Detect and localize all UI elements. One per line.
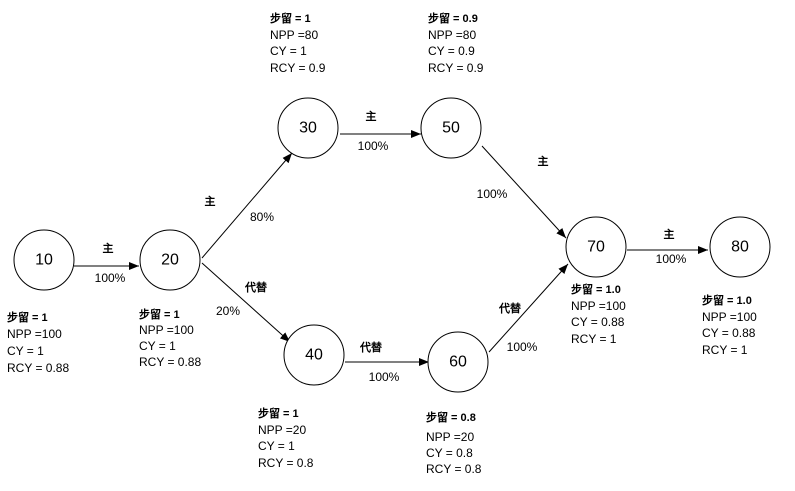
- info-node-40-npp: NPP =20: [258, 423, 306, 437]
- node-40: 40: [283, 324, 345, 386]
- node-50: 50: [420, 97, 482, 159]
- edge-10-20-pct: 100%: [95, 271, 126, 285]
- info-node-70-npp: NPP =100: [571, 299, 626, 313]
- node-80: 80: [709, 216, 771, 278]
- info-node-60-cy: CY = 0.8: [426, 446, 473, 460]
- edge-50-70-pct: 100%: [477, 187, 508, 201]
- edge-40-60-type: 代替: [359, 340, 383, 354]
- edge-40-60-pct: 100%: [369, 370, 400, 384]
- node-10: 10: [13, 229, 75, 291]
- edge-30-50-pct: 100%: [358, 139, 389, 153]
- info-node-80-step: 步留 = 1.0: [702, 293, 752, 307]
- info-node-10-step: 步留 = 1: [7, 310, 48, 324]
- edge-60-70-type: 代替: [498, 301, 522, 315]
- edge-30-50-type: 主: [366, 109, 377, 123]
- info-node-50-rcy: RCY = 0.9: [428, 61, 484, 75]
- info-node-20-npp: NPP =100: [139, 323, 194, 337]
- info-node-80: 步留 = 1.0 NPP =100 CY = 0.88 RCY = 1: [702, 293, 757, 357]
- edge-20-40-type: 代替: [244, 280, 268, 294]
- info-node-80-npp: NPP =100: [702, 310, 757, 324]
- edge-70-80-pct: 100%: [656, 252, 687, 266]
- info-node-10: 步留 = 1 NPP =100 CY = 1 RCY = 0.88: [7, 310, 69, 375]
- info-node-70: 步留 = 1.0 NPP =100 CY = 0.88 RCY = 1: [571, 282, 626, 346]
- info-blocks: 步留 = 1 NPP =100 CY = 1 RCY = 0.88 步留 = 1…: [7, 11, 757, 476]
- edge-20-30-type: 主: [205, 194, 216, 208]
- node-60: 60: [427, 331, 489, 393]
- info-node-80-rcy: RCY = 1: [702, 343, 748, 357]
- node-20: 20: [139, 229, 201, 291]
- info-node-30-npp: NPP =80: [270, 28, 318, 42]
- info-node-10-npp: NPP =100: [7, 327, 62, 341]
- edge-20-40: [201, 262, 291, 343]
- info-node-50-npp: NPP =80: [428, 28, 476, 42]
- info-node-30-step: 步留 = 1: [270, 11, 311, 25]
- info-node-20: 步留 = 1 NPP =100 CY = 1 RCY = 0.88: [139, 307, 201, 369]
- info-node-60-npp: NPP =20: [426, 430, 474, 444]
- edge-50-70: [481, 145, 567, 239]
- nodes: 10 20 30 40 50 60 70 80: [13, 97, 771, 393]
- info-node-10-rcy: RCY = 0.88: [7, 361, 69, 375]
- info-node-50-step: 步留 = 0.9: [428, 11, 478, 25]
- info-node-30: 步留 = 1 NPP =80 CY = 1 RCY = 0.9: [270, 11, 326, 75]
- edge-60-70-pct: 100%: [507, 340, 538, 354]
- info-node-60-step: 步留 = 0.8: [426, 410, 476, 424]
- info-node-30-cy: CY = 1: [270, 44, 307, 58]
- info-node-70-cy: CY = 0.88: [571, 315, 625, 329]
- info-node-20-rcy: RCY = 0.88: [139, 355, 201, 369]
- node-70: 70: [565, 216, 627, 278]
- node-40-label: 40: [305, 347, 323, 364]
- node-60-label: 60: [449, 354, 467, 371]
- edge-20-30-pct: 80%: [250, 210, 274, 224]
- edge-10-20-type: 主: [103, 241, 114, 255]
- node-30-label: 30: [299, 120, 317, 137]
- info-node-30-rcy: RCY = 0.9: [270, 61, 326, 75]
- info-node-40-step: 步留 = 1: [258, 406, 299, 420]
- info-node-50: 步留 = 0.9 NPP =80 CY = 0.9 RCY = 0.9: [428, 11, 484, 75]
- info-node-40-cy: CY = 1: [258, 439, 295, 453]
- edge-60-70: [488, 263, 569, 353]
- edge-labels: 主 100% 主 80% 代替 20% 主 100% 代替 100% 主 100…: [95, 109, 687, 384]
- edge-20-40-pct: 20%: [216, 304, 240, 318]
- info-node-70-rcy: RCY = 1: [571, 332, 617, 346]
- edges: [74, 130, 708, 366]
- node-10-label: 10: [35, 252, 53, 269]
- edge-20-30: [201, 152, 293, 259]
- info-node-80-cy: CY = 0.88: [702, 326, 756, 340]
- info-node-50-cy: CY = 0.9: [428, 44, 475, 58]
- node-20-label: 20: [161, 252, 179, 269]
- info-node-60: 步留 = 0.8 NPP =20 CY = 0.8 RCY = 0.8: [426, 410, 482, 476]
- info-node-40-rcy: RCY = 0.8: [258, 456, 314, 470]
- node-30: 30: [277, 97, 339, 159]
- edge-50-70-type: 主: [538, 154, 549, 168]
- node-70-label: 70: [587, 239, 605, 256]
- info-node-20-step: 步留 = 1: [139, 307, 180, 321]
- info-node-20-cy: CY = 1: [139, 339, 176, 353]
- info-node-40: 步留 = 1 NPP =20 CY = 1 RCY = 0.8: [258, 406, 314, 470]
- info-node-10-cy: CY = 1: [7, 344, 44, 358]
- node-50-label: 50: [442, 120, 460, 137]
- info-node-70-step: 步留 = 1.0: [571, 282, 621, 296]
- info-node-60-rcy: RCY = 0.8: [426, 462, 482, 476]
- node-80-label: 80: [731, 239, 749, 256]
- edge-70-80-type: 主: [664, 227, 675, 241]
